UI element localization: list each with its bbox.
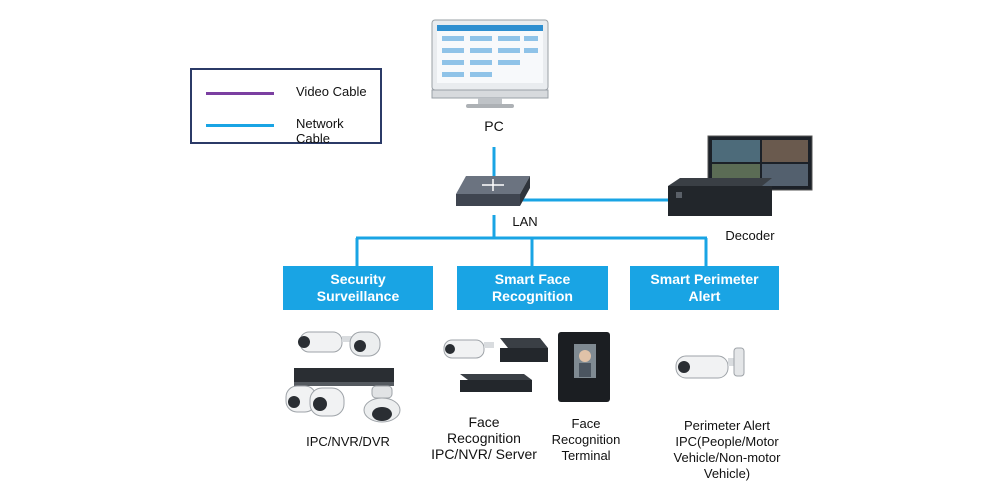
- face-terminal-label: Face Recognition Terminal: [546, 416, 626, 464]
- perimeter-line: Vehicle): [703, 466, 751, 481]
- perimeter-alert-ipc-icon: [675, 347, 745, 379]
- decoder-label: Decoder: [725, 228, 775, 243]
- cable-legend: Video Cable Network Cable: [190, 68, 382, 146]
- network-cable-swatch: [206, 124, 274, 127]
- category-line: Alert: [688, 288, 721, 304]
- decoder-icon: [668, 135, 813, 216]
- face-ipc-line: IPC/NVR/ Server: [431, 446, 537, 462]
- face-terminal-line: Terminal: [561, 448, 611, 463]
- category-line: Security: [330, 271, 386, 287]
- video-cable-swatch: [206, 92, 274, 95]
- face-ipc-label: Face Recognition IPC/NVR/ Server: [430, 414, 538, 462]
- face-ipc-line: Face: [468, 414, 500, 430]
- face-ipc-nvr-server-icon: [443, 338, 548, 392]
- category-line: Surveillance: [316, 288, 400, 304]
- perimeter-line: IPC(People/Motor: [675, 434, 779, 449]
- lan-label: LAN: [512, 214, 538, 229]
- category-line: Smart Perimeter: [650, 271, 759, 287]
- ipc-nvr-dvr-group-icon: [285, 331, 401, 423]
- face-recognition-terminal-icon: [558, 332, 610, 402]
- pc-monitor-icon: [431, 19, 549, 108]
- category-line: Recognition: [492, 288, 573, 304]
- perimeter-line: Vehicle/Non-motor: [673, 450, 781, 465]
- face-ipc-line: Recognition: [447, 430, 521, 446]
- lan-switch-icon: [456, 176, 530, 206]
- network-cable-label: Network Cable: [296, 116, 344, 146]
- face-terminal-line: Recognition: [551, 432, 621, 447]
- video-cable-label: Video Cable: [296, 84, 367, 99]
- perimeter-line: Perimeter Alert: [684, 418, 770, 433]
- face-terminal-line: Face: [571, 416, 601, 431]
- category-line: Smart Face: [494, 271, 571, 287]
- perimeter-label: Perimeter Alert IPC(People/Motor Vehicle…: [660, 418, 794, 482]
- security-devices-label: IPC/NVR/DVR: [306, 434, 390, 449]
- pc-label: PC: [484, 118, 504, 134]
